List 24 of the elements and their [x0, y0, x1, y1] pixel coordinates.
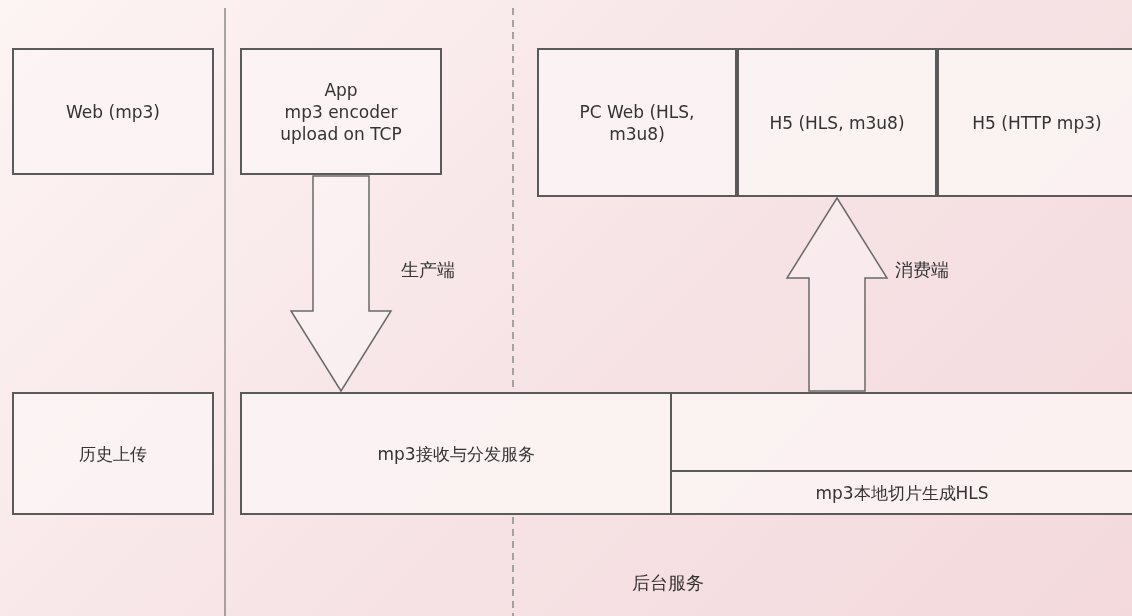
- section-label: 后台服务: [632, 571, 704, 595]
- client-box: [537, 48, 737, 197]
- block-arrow: [785, 196, 889, 392]
- box-label: App: [324, 78, 358, 101]
- box-label: mp3 encoder: [284, 100, 398, 123]
- box-label: H5 (HLS, m3u8): [769, 111, 905, 134]
- box-label: mp3接收与分发服务: [377, 442, 535, 465]
- section-label: 消费端: [895, 258, 949, 282]
- box-label: mp3本地切片生成HLS: [815, 481, 989, 504]
- service-box: [240, 392, 672, 515]
- box-label: H5 (HTTP mp3): [972, 111, 1102, 134]
- box-label: Web (mp3): [66, 100, 160, 123]
- client-box: [937, 48, 1132, 197]
- client-box: [737, 48, 937, 197]
- client-box: [240, 48, 442, 175]
- block-arrow: [289, 175, 393, 393]
- box-label: PC Web (HLS, m3u8): [578, 100, 696, 145]
- box-label: upload on TCP: [280, 122, 402, 145]
- section-label: 生产端: [401, 258, 455, 282]
- service-box: [12, 392, 214, 515]
- service-box: [670, 470, 1132, 515]
- client-box: [12, 48, 214, 175]
- service-box: [670, 392, 1132, 472]
- box-label: 历史上传: [79, 442, 147, 465]
